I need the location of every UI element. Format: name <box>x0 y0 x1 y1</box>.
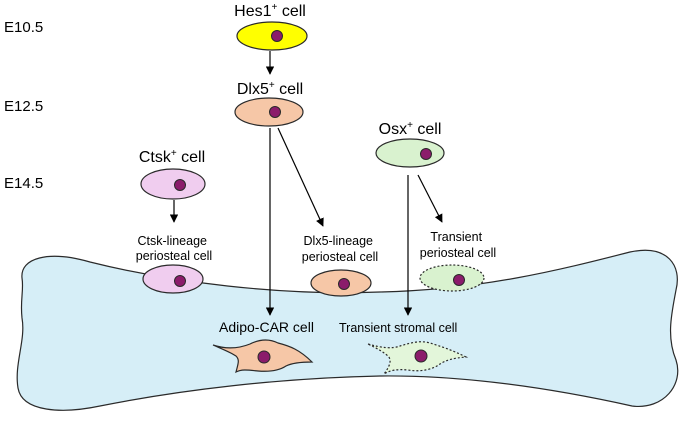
adipo-car-cell-label: Adipo-CAR cell <box>219 319 314 335</box>
transient-stromal-cell-label: Transient stromal cell <box>339 321 457 335</box>
transient-periosteal-cell <box>419 264 485 292</box>
dlx5-periosteal-nucleus <box>338 278 350 290</box>
osx-cell <box>375 138 445 168</box>
transient-periosteal-nucleus <box>453 274 465 286</box>
adipo-car-nucleus <box>257 350 271 364</box>
ctsk-periosteal-label: Ctsk-lineage periosteal cell <box>136 234 212 263</box>
ctsk-periosteal-nucleus <box>174 275 186 287</box>
osx-cell-label: Osx+ cell <box>379 120 442 138</box>
dlx5-periosteal-label: Dlx5-lineage periosteal cell <box>302 234 378 264</box>
stage-label-e12-5: E12.5 <box>4 98 43 115</box>
stage-label-e10-5: E10.5 <box>4 19 43 36</box>
hes1-nucleus <box>271 30 283 42</box>
ctsk-periosteal-cell <box>142 264 204 294</box>
stage-label-e14-5: E14.5 <box>4 175 43 192</box>
arrow-osx-to-transient-periosteal <box>417 174 443 223</box>
ctsk-cell <box>140 168 206 200</box>
dlx5-nucleus <box>269 106 281 118</box>
ctsk-cell-label: Ctsk+ cell <box>139 148 205 166</box>
hes1-cell-label: Hes1+ cell <box>234 2 306 20</box>
osx-nucleus <box>420 148 432 160</box>
transient-stromal-nucleus <box>414 349 428 363</box>
ctsk-nucleus <box>174 179 186 191</box>
transient-periosteal-label: Transient periosteal cell <box>420 230 496 260</box>
dlx5-cell-label: Dlx5+ cell <box>237 80 303 98</box>
arrow-dlx5-to-periosteal <box>277 127 324 227</box>
